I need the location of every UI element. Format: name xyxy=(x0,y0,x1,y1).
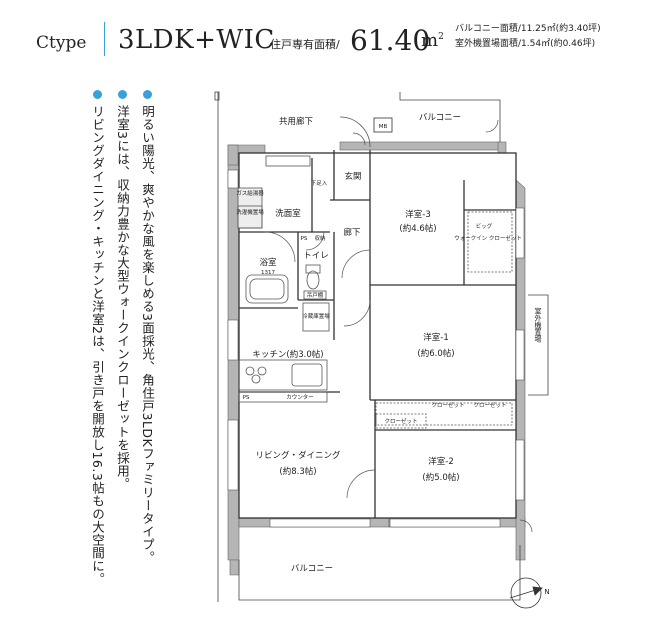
label-living: リビング・ダイニング xyxy=(255,450,341,461)
label-fridge: 冷蔵庫置場 xyxy=(302,312,330,320)
balcony-area: バルコニー面積/11.25㎡(約3.40坪) xyxy=(455,24,601,34)
label-western2: 洋室-2 xyxy=(428,456,453,467)
area-value: 61.40 xyxy=(350,24,431,57)
outdoor-unit-area: 室外機置場面積/1.54㎡(約0.46坪) xyxy=(455,39,596,49)
label-western1: 洋室-1 xyxy=(423,332,448,343)
plan-type: 3LDK+WIC xyxy=(118,25,275,55)
area-label: 住戸専有面積/ xyxy=(270,38,340,51)
feature-1: 明るい陽光、爽やかな風を楽しめる3面採光、角住戸3LDKファミリータイプ。 xyxy=(140,90,155,565)
label-entrance: 玄関 xyxy=(344,171,361,182)
sub-areas: バルコニー面積/11.25㎡(約3.40坪) 室外機置場面積/1.54㎡(約0.… xyxy=(455,22,601,52)
label-closet-a: クローゼット xyxy=(431,401,464,409)
label-wic: ウォークイン クローゼット xyxy=(454,234,522,242)
bullet-icon xyxy=(117,90,127,99)
label-washroom: 洗面室 xyxy=(275,208,301,219)
compass-icon xyxy=(509,577,543,609)
label-western3-size: (約4.6帖) xyxy=(399,223,436,234)
feature-3: リビングダイニング・キッチンと洋室2は、引き戸を開放し16.3帖もの大空間に。 xyxy=(90,90,105,586)
feature-2-text: 洋室3には、収納力豊かな大型ウォークインクローゼットを採用。 xyxy=(115,105,130,491)
label-bathroom: 浴室 xyxy=(259,257,277,268)
label-closet-c: クローゼット xyxy=(384,417,417,425)
label-ps-top: PS xyxy=(301,236,308,242)
label-kitchen: キッチン(約3.0帖) xyxy=(252,349,323,360)
area-unit-text: m xyxy=(421,30,439,51)
bullet-icon xyxy=(142,90,152,99)
label-closet-b: クローゼット xyxy=(473,401,506,409)
label-hallway: 廊下 xyxy=(343,227,361,238)
label-wash-shelf: 吊戸棚 xyxy=(307,291,324,299)
compass-north-label: N xyxy=(544,588,549,596)
feature-2: 洋室3には、収納力豊かな大型ウォークインクローゼットを採用。 xyxy=(115,90,130,491)
label-western3: 洋室-3 xyxy=(405,209,430,220)
header-divider xyxy=(104,22,105,56)
label-mb: MB xyxy=(379,124,388,130)
label-balcony-bottom: バルコニー xyxy=(291,564,333,574)
bullet-icon xyxy=(92,90,102,99)
mb-box xyxy=(373,117,393,133)
label-shoe-box: 下足入 xyxy=(311,180,328,187)
header: Ctype 3LDK+WIC 住戸専有面積/ 61.40 m2 バルコニー面積/… xyxy=(0,0,650,70)
label-western2-size: (約5.0帖) xyxy=(422,472,459,483)
label-western1-size: (約6.0帖) xyxy=(417,348,454,359)
label-ps-kitchen: PS xyxy=(243,395,250,401)
label-washer-area: 洗濯機置場 xyxy=(236,208,264,216)
label-bath-size: 1317 xyxy=(261,270,275,276)
label-wic-big: ビッグ xyxy=(476,222,493,230)
label-outdoor-unit: 室外機置場 xyxy=(534,307,542,344)
label-living-size: (約8.3帖) xyxy=(279,466,316,477)
type-label: Ctype xyxy=(36,33,87,53)
label-toilet: トイレ xyxy=(303,251,329,261)
label-counter: カウンター xyxy=(286,393,314,401)
feature-1-text: 明るい陽光、爽やかな風を楽しめる3面採光、角住戸3LDKファミリータイプ。 xyxy=(140,105,155,565)
area-unit-sup: 2 xyxy=(438,32,444,42)
label-common-corridor: 共用廊下 xyxy=(279,116,314,127)
label-water-heater: ガス給湯器 xyxy=(236,189,264,197)
feature-3-text: リビングダイニング・キッチンと洋室2は、引き戸を開放し16.3帖もの大空間に。 xyxy=(90,105,105,586)
label-balcony-top: バルコニー xyxy=(419,113,461,123)
label-storage: 収納 xyxy=(314,234,326,242)
area-unit: m2 xyxy=(421,30,444,51)
